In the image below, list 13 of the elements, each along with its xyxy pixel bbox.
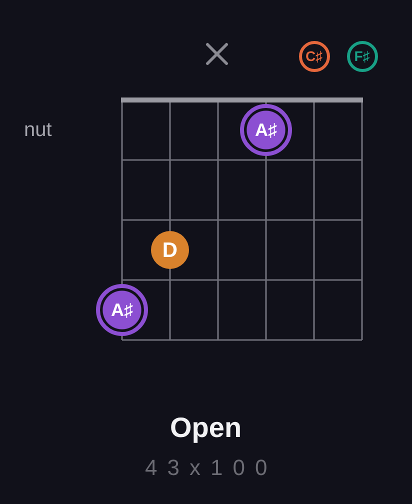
note-name: C♯ — [305, 49, 323, 63]
fingering-code: 43x100 — [144, 457, 278, 479]
chord-name: Open — [170, 414, 242, 442]
note-circle — [96, 284, 148, 336]
open-string-marker — [298, 40, 330, 72]
open-string-marker — [346, 40, 378, 72]
note-name: A♯ — [111, 301, 133, 319]
nut-label: nut — [24, 120, 52, 140]
note-circle — [240, 104, 292, 156]
note-name: A♯ — [255, 121, 277, 139]
note-circle — [151, 231, 189, 269]
note-name: F♯ — [354, 49, 370, 63]
note-name: D — [162, 240, 178, 260]
